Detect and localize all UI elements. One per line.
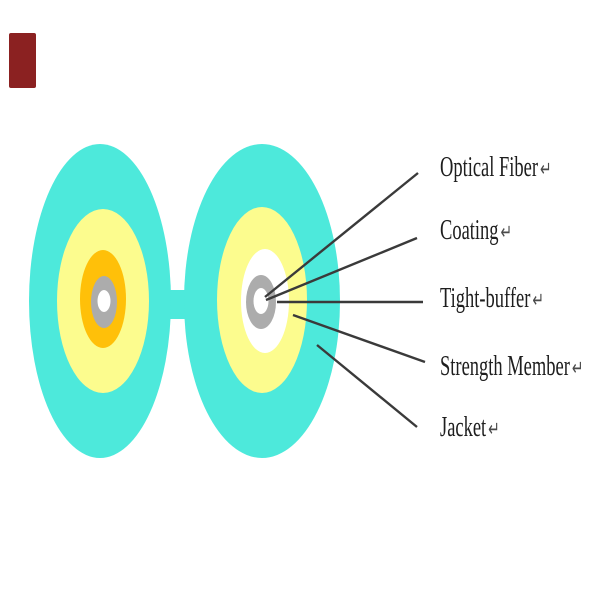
callout-line-strength-member <box>292 313 426 364</box>
label-optical-fiber: Optical Fiber↵ <box>440 154 600 183</box>
optical-fiber-right-ellipse <box>253 288 269 314</box>
label-strength-member-text: Strength Member <box>440 351 570 382</box>
label-jacket: Jacket↵ <box>440 414 531 443</box>
label-coating-text: Coating <box>440 215 499 246</box>
optical-fiber-left-ellipse <box>97 290 111 312</box>
callout-line-coating <box>265 236 418 302</box>
label-coating: Coating↵ <box>440 217 549 246</box>
paragraph-return-icon: ↵ <box>532 288 544 312</box>
label-jacket-text: Jacket <box>440 412 487 443</box>
paragraph-return-icon: ↵ <box>488 417 500 441</box>
label-tight-buffer: Tight-buffer↵ <box>440 285 598 314</box>
callout-line-optical-fiber <box>264 172 419 298</box>
paragraph-return-icon: ↵ <box>540 157 552 181</box>
label-optical-fiber-text: Optical Fiber <box>440 152 539 183</box>
paragraph-return-icon: ↵ <box>500 220 513 244</box>
label-strength-member: Strength Member↵ <box>440 353 600 382</box>
red-rectangle-mark <box>9 33 36 88</box>
paragraph-return-icon: ↵ <box>571 356 584 380</box>
label-tight-buffer-text: Tight-buffer <box>440 283 531 314</box>
callout-line-jacket <box>316 344 418 428</box>
